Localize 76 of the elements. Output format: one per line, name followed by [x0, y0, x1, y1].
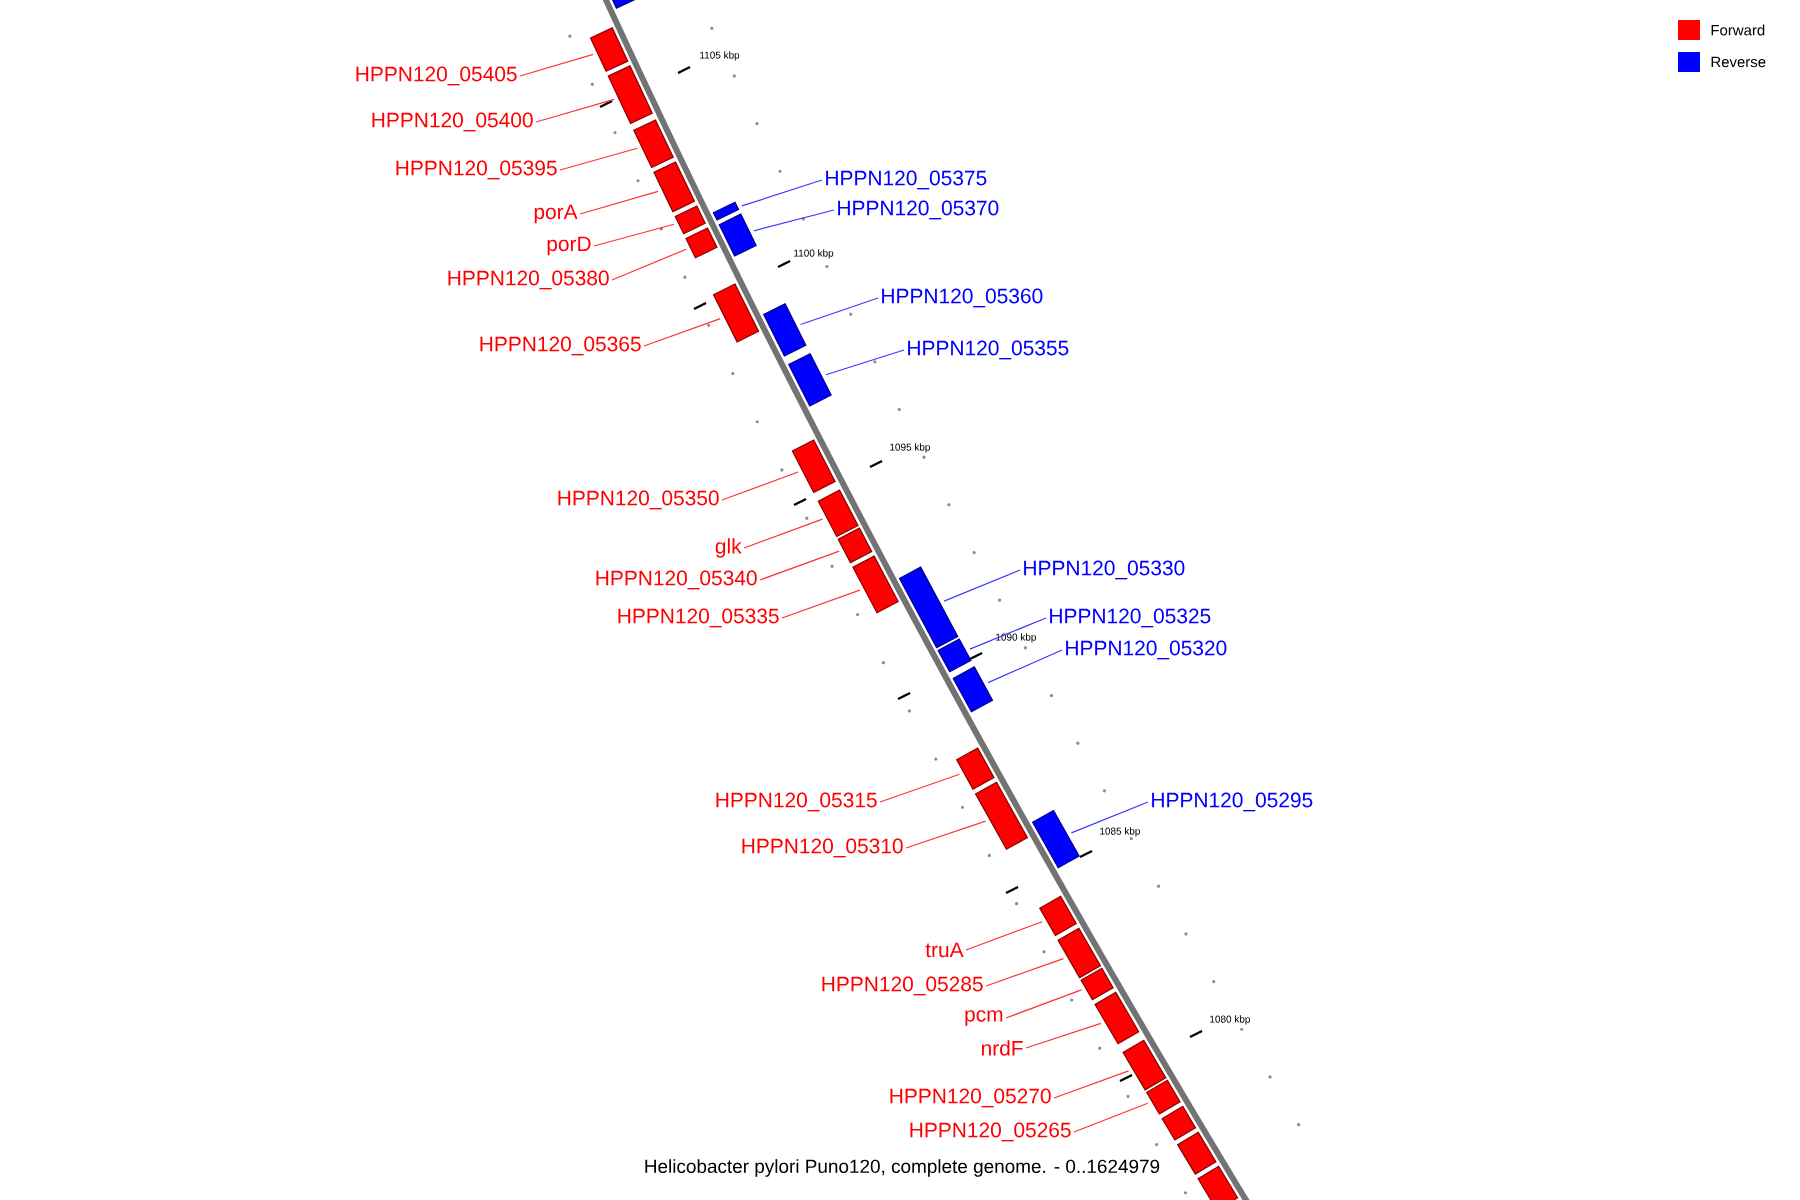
- leader-line: [1025, 1022, 1102, 1049]
- gene-label: HPPN120_05335: [618, 608, 779, 628]
- gene-block: [955, 747, 995, 790]
- gene-block: [1161, 1105, 1197, 1141]
- gene-block: [762, 303, 807, 357]
- gene-block: [937, 638, 972, 673]
- gene-block: [952, 666, 994, 713]
- leader-line: [781, 589, 861, 619]
- leader-line: [943, 569, 1021, 602]
- leader-line: [579, 190, 659, 215]
- leader-line: [593, 223, 675, 247]
- gene-label: pcm: [965, 1010, 1003, 1026]
- leader-line: [1005, 989, 1082, 1019]
- gene-block: [1094, 991, 1140, 1045]
- leader-line: [535, 98, 615, 123]
- gene-label: HPPN120_05405: [356, 66, 517, 86]
- leader-line: [799, 297, 879, 326]
- gene-label: HPPN120_05315: [716, 792, 877, 812]
- gene-block: [1176, 1131, 1217, 1175]
- gene-block: [837, 527, 873, 564]
- gene-label: porA: [534, 204, 578, 224]
- gene-label: HPPN120_05400: [372, 112, 533, 132]
- leader-line: [559, 147, 638, 171]
- gene-label: HPPN120_05370: [838, 200, 999, 220]
- gene-label: truA: [925, 942, 964, 958]
- gene-block: [1122, 1039, 1167, 1091]
- leader-line: [825, 349, 905, 376]
- gene-label: HPPN120_05365: [480, 336, 641, 356]
- gene-label: HPPN120_05395: [396, 160, 557, 180]
- leader-line: [741, 179, 823, 207]
- gene-block: [685, 227, 718, 259]
- leader-line: [879, 773, 961, 803]
- leader-line: [1053, 1070, 1130, 1099]
- leader-line: [743, 518, 824, 549]
- gene-label: HPPN120_05350: [558, 490, 719, 510]
- gene-label: HPPN120_05265: [910, 1122, 1071, 1142]
- gene-block: [852, 555, 899, 614]
- gene-block: [1145, 1079, 1181, 1115]
- gene-block: [712, 201, 740, 221]
- gene-label: HPPN120_05375: [826, 170, 987, 190]
- gene-label: HPPN120_05330: [1024, 560, 1185, 580]
- leader-line: [611, 248, 687, 281]
- gene-label: HPPN120_05295: [1152, 792, 1313, 812]
- gene-label: HPPN120_05325: [1050, 608, 1211, 628]
- leader-line: [1070, 801, 1149, 834]
- gene-label: HPPN120_05355: [908, 340, 1069, 360]
- gene-label: nrdF: [981, 1040, 1023, 1056]
- leader-line: [759, 550, 840, 581]
- gene-block: [712, 283, 760, 343]
- gene-label: HPPN120_05380: [448, 270, 609, 290]
- leader-line: [1073, 1102, 1149, 1133]
- gene-block: [898, 566, 959, 649]
- leader-line: [753, 209, 835, 232]
- leader-line: [987, 649, 1063, 684]
- gene-label: porD: [547, 236, 591, 256]
- leader-line: [519, 53, 594, 77]
- leader-line: [969, 617, 1047, 650]
- gene-block: [1080, 967, 1114, 1001]
- gene-block: [817, 489, 859, 538]
- gene-block: [607, 0, 639, 9]
- leader-line: [965, 921, 1043, 951]
- gene-label: HPPN120_05340: [596, 570, 757, 590]
- leader-line: [905, 820, 987, 849]
- leader-line: [721, 471, 799, 501]
- gene-block: [1197, 1165, 1239, 1200]
- gene-label: glk: [715, 538, 742, 558]
- leader-line: [643, 318, 721, 347]
- gene-block: [787, 352, 832, 407]
- gene-block: [1031, 809, 1080, 869]
- caption: Helicobacter pylori Puno120, complete genome. - 0..1624979: [645, 1159, 1160, 1177]
- gene-label: HPPN120_05310: [742, 838, 903, 858]
- leader-line: [985, 957, 1064, 987]
- gene-label: HPPN120_05270: [890, 1088, 1051, 1108]
- gene-label: HPPN120_05360: [882, 288, 1043, 308]
- gene-label: HPPN120_05320: [1066, 640, 1227, 660]
- gene-label: HPPN120_05285: [822, 976, 983, 996]
